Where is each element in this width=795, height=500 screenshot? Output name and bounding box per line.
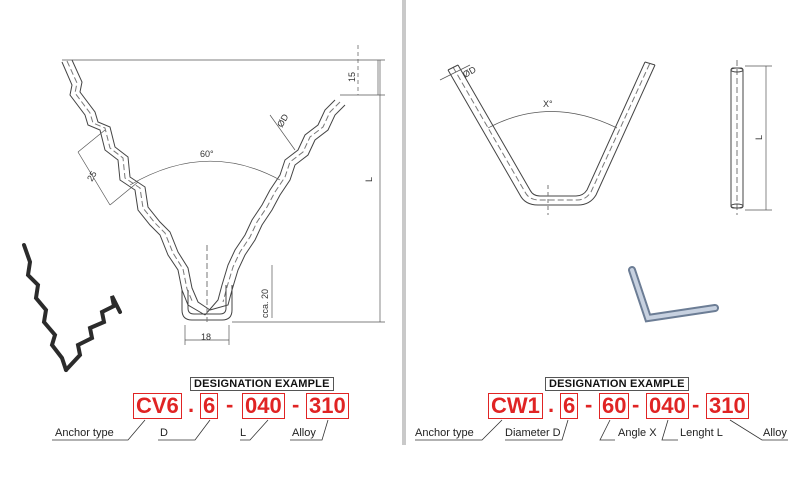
diameter-d-label: Diameter D (505, 427, 561, 439)
code-sep: - (632, 392, 640, 417)
length-l-label: Lenght L (680, 427, 723, 439)
width-label: 18 (201, 332, 211, 342)
alloy-label: Alloy (763, 427, 787, 439)
code-type: CV6 (133, 393, 182, 419)
code-length: 040 (646, 393, 689, 419)
code-sep: . (188, 392, 195, 417)
left-panel: 60° 25 ØD 15 L cca. 20 18 DESIGNATION EX… (0, 0, 400, 445)
length-label: L (364, 177, 374, 182)
code-sep: . (548, 392, 555, 417)
alloy-label: Alloy (292, 427, 316, 439)
anchor-photo (22, 243, 122, 372)
angle-x-label: Angle X (618, 427, 657, 439)
designation-title: DESIGNATION EXAMPLE (545, 377, 689, 391)
pitch-label: 25 (85, 169, 99, 183)
diameter-label: ØD (275, 112, 291, 129)
code-type: CW1 (488, 393, 543, 419)
code-angle: 60 (599, 393, 630, 419)
d-label: D (160, 427, 168, 439)
code-alloy: 310 (306, 393, 349, 419)
designation-title: DESIGNATION EXAMPLE (190, 377, 334, 391)
code-sep: - (226, 392, 234, 417)
code-diameter: 6 (200, 393, 219, 419)
angle-label: 60° (200, 149, 214, 159)
angle-label: X° (543, 99, 553, 109)
top-dim-label: 15 (347, 72, 357, 82)
right-panel: X° ØD L DESIGNATION EXAMPLE CW1 . 6 - 60… (410, 0, 795, 445)
code-sep: - (292, 392, 300, 417)
panel-divider (402, 0, 406, 445)
l-label: L (240, 427, 247, 439)
anchor-type-label: Anchor type (415, 427, 474, 439)
anchor-render (628, 266, 719, 323)
code-alloy: 310 (706, 393, 749, 419)
code-length: 040 (242, 393, 285, 419)
code-diameter: 6 (560, 393, 579, 419)
code-sep: - (585, 392, 593, 417)
length-label: L (754, 135, 764, 140)
anchor-type-label: Anchor type (55, 427, 114, 439)
diameter-label: ØD (461, 64, 478, 80)
code-sep: - (692, 392, 700, 417)
bottom-dim-label: cca. 20 (260, 289, 270, 318)
